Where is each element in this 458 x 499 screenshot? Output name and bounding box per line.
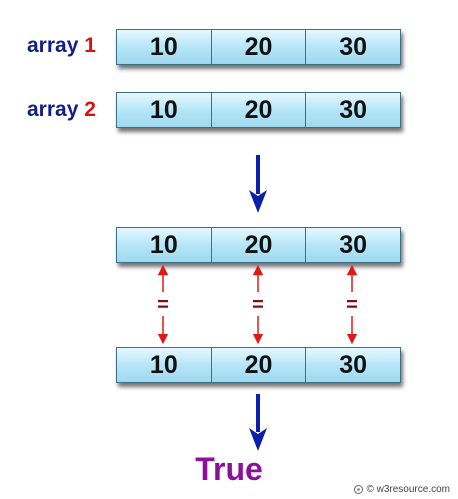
down-arrow-icon <box>249 394 267 451</box>
equals-sign: = <box>157 294 169 316</box>
array-2-label-number: 2 <box>84 98 96 121</box>
array-2-label: array 2 <box>27 98 96 122</box>
equals-sign: = <box>346 294 358 316</box>
compare-bottom-row: 10 20 30 <box>116 347 401 383</box>
array-2-cell: 10 <box>117 93 212 127</box>
down-arrow-icon <box>249 155 267 213</box>
array-1-cell: 20 <box>212 30 307 64</box>
equals-sign: = <box>252 294 264 316</box>
array-1-cell: 10 <box>117 30 212 64</box>
compare-top-row: 10 20 30 <box>116 227 401 263</box>
compare-bottom-cell: 20 <box>212 348 307 382</box>
array-2-row: 10 20 30 <box>116 92 401 128</box>
array-1-row: 10 20 30 <box>116 29 401 65</box>
array-2-cell: 20 <box>212 93 307 127</box>
compare-top-cell: 30 <box>339 230 368 259</box>
array-1-cell: 30 <box>339 32 368 61</box>
watermark-text: © w3resource.com <box>366 484 450 495</box>
array-1-label-word: array <box>27 34 79 57</box>
w3resource-logo-icon <box>354 485 364 494</box>
array-2-cell: 30 <box>339 95 368 124</box>
array-1-label-number: 1 <box>84 34 96 57</box>
array-1-label: array 1 <box>27 34 96 58</box>
compare-top-cell: 20 <box>212 228 307 262</box>
watermark: © w3resource.com <box>354 484 450 495</box>
array-2-label-word: array <box>27 98 79 121</box>
result-text: True <box>195 451 263 487</box>
compare-bottom-cell: 10 <box>117 348 212 382</box>
compare-bottom-cell: 30 <box>339 350 368 379</box>
compare-top-cell: 10 <box>117 228 212 262</box>
